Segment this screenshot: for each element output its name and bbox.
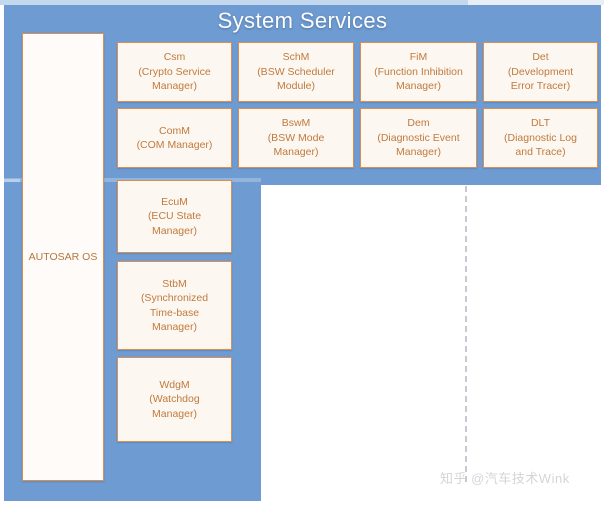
module-label-ecum: EcuM (ECU State Manager): [147, 195, 202, 237]
module-box-fim[interactable]: FiM (Function Inhibition Manager): [360, 42, 477, 102]
module-label-csm: Csm (Crypto Service Manager): [138, 51, 211, 93]
module-box-autosar-os[interactable]: AUTOSAR OS: [22, 33, 104, 481]
page-title: System Services: [217, 8, 388, 33]
module-label-dlt: DLT (Diagnostic Log and Trace): [504, 117, 577, 159]
vertical-dashed-divider: [465, 186, 467, 482]
module-box-det[interactable]: Det (Development Error Tracer): [483, 42, 598, 102]
watermark: 知乎 @汽车技术Wink: [440, 471, 570, 486]
module-label-bswm: BswM (BSW Mode Manager): [267, 117, 325, 159]
workspace-area: [261, 185, 601, 501]
module-box-dem[interactable]: Dem (Diagnostic Event Manager): [360, 108, 477, 168]
module-box-bswm[interactable]: BswM (BSW Mode Manager): [238, 108, 354, 168]
module-box-stbm[interactable]: StbM (Synchronized Time-base Manager): [117, 261, 232, 350]
module-label-fim: FiM (Function Inhibition Manager): [374, 51, 463, 93]
module-label-det: Det (Development Error Tracer): [507, 51, 574, 93]
module-box-csm[interactable]: Csm (Crypto Service Manager): [117, 42, 232, 102]
module-label-schm: SchM (BSW Scheduler Module): [257, 51, 335, 93]
panel-seam-edge: [4, 179, 20, 182]
module-label-stbm: StbM (Synchronized Time-base Manager): [140, 277, 209, 334]
module-label-dem: Dem (Diagnostic Event Manager): [377, 117, 460, 159]
module-label-autosar-os: AUTOSAR OS: [28, 250, 98, 263]
module-box-schm[interactable]: SchM (BSW Scheduler Module): [238, 42, 354, 102]
module-box-dlt[interactable]: DLT (Diagnostic Log and Trace): [483, 108, 598, 168]
top-edge-strip-right: [468, 0, 604, 5]
module-box-ecum[interactable]: EcuM (ECU State Manager): [117, 180, 232, 253]
module-box-wdgm[interactable]: WdgM (Watchdog Manager): [117, 357, 232, 442]
module-label-wdgm: WdgM (Watchdog Manager): [149, 378, 200, 420]
top-edge-strip: [0, 0, 604, 5]
module-box-comm[interactable]: ComM (COM Manager): [117, 108, 232, 168]
module-label-comm: ComM (COM Manager): [136, 124, 213, 152]
